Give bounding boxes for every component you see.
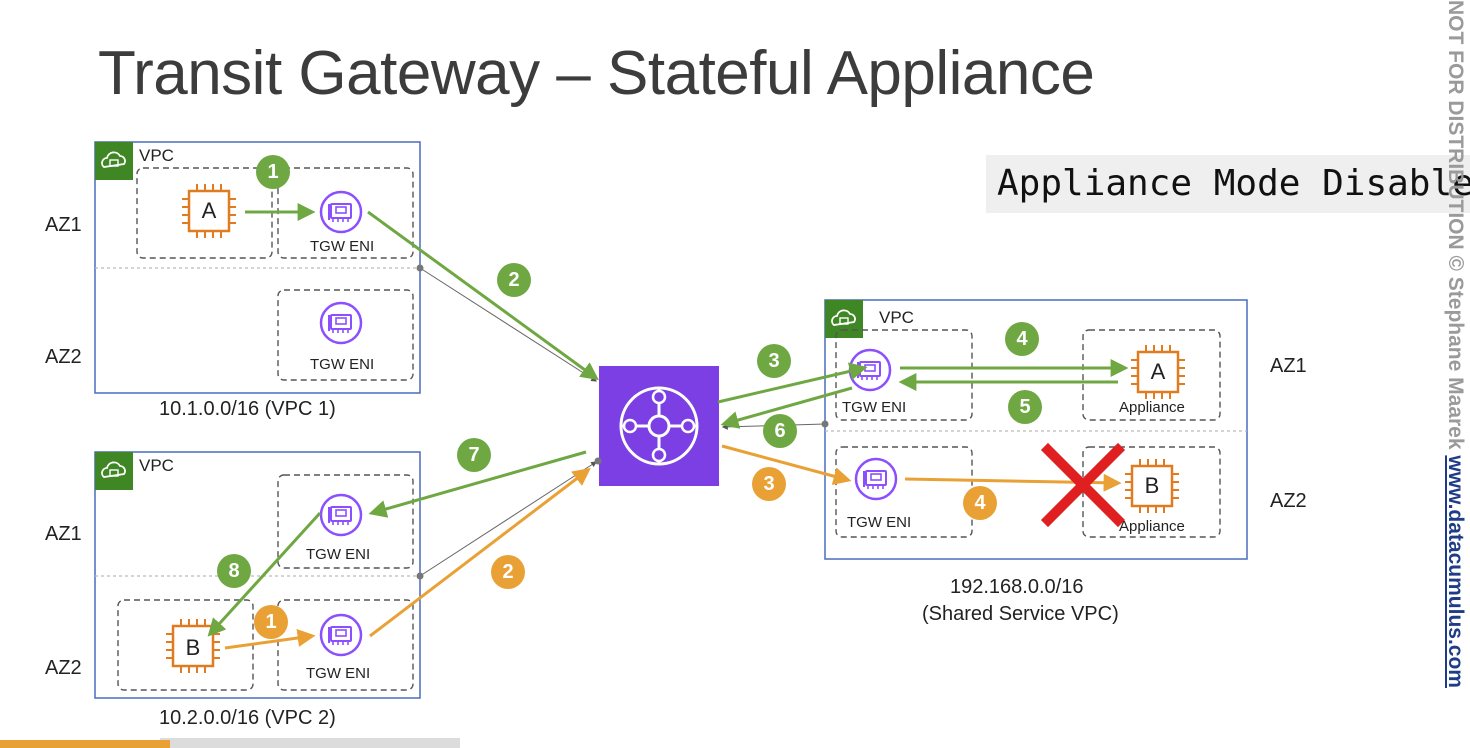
vpc2-eni-az2-label: TGW ENI	[306, 665, 371, 682]
appliance-b-letter: B	[1144, 473, 1160, 498]
step-badge-green-8: 8	[217, 554, 251, 588]
side-watermark: NOT FOR DISTRIBUTION © Stephane Maarek w…	[1440, 0, 1470, 748]
shared-eni-az2-label: TGW ENI	[847, 514, 912, 531]
vpc2-az2-subnet-eni	[277, 599, 414, 691]
step-badge-green-5: 5	[1008, 390, 1042, 424]
green-flow-arrows	[207, 203, 1129, 637]
vpc1-eni-az1-label: TGW ENI	[310, 238, 375, 255]
vpc1-az2-subnet-eni	[277, 289, 414, 381]
diagram-canvas	[94, 141, 1248, 699]
attachment-lines	[416, 264, 829, 580]
step-badge-orange-1: 1	[254, 605, 288, 639]
vpc2-az2-label: AZ2	[45, 657, 82, 679]
appliance-b-label: Appliance	[1119, 518, 1185, 535]
appliance-mode-label: Appliance Mode Disabled	[997, 163, 1470, 204]
shared-vpc-cloud-icon	[824, 299, 864, 339]
vpc1-eni-az2-icon	[319, 301, 363, 345]
vpc2-eni-az2-icon	[319, 613, 363, 657]
vpc2-az1-label: AZ1	[45, 523, 82, 545]
shared-eni-az2-icon	[854, 457, 898, 501]
vpc1-az1-label: AZ1	[45, 214, 82, 236]
vpc1-cidr: 10.1.0.0/16 (VPC 1)	[159, 398, 336, 420]
step-badge-green-3: 3	[757, 344, 791, 378]
shared-vpc-name: (Shared Service VPC)	[922, 603, 1119, 625]
watermark-copyright: NOT FOR DISTRIBUTION © Stephane Maarek	[1444, 0, 1467, 456]
vpc2-box	[94, 451, 421, 699]
vpc1-eni-az2-label: TGW ENI	[310, 356, 375, 373]
vpc2-az1-subnet-eni	[277, 474, 414, 569]
step-badge-green-1: 1	[256, 155, 290, 189]
appliance-mode-box: Appliance Mode Disabled	[986, 155, 1470, 213]
blocked-x-icon	[1040, 442, 1126, 528]
shared-az2-label: AZ2	[1270, 490, 1307, 512]
step-badge-green-4: 4	[1005, 322, 1039, 356]
vpc2-instance-letter: B	[185, 635, 201, 660]
watermark-link[interactable]: www.datacumulus.com	[1444, 455, 1467, 688]
appliance-a-letter: A	[1150, 359, 1166, 384]
vpc2-eni-az1-icon	[319, 493, 363, 537]
vpc1-instance-letter: A	[201, 198, 217, 223]
vpc2-cloud-icon	[94, 451, 134, 491]
vpc1-cloud-icon	[94, 141, 134, 181]
shared-vpc-label: VPC	[879, 308, 914, 327]
step-badge-green-2: 2	[497, 263, 531, 297]
footer-decoration-orange	[0, 740, 170, 748]
vpc1-az2-label: AZ2	[45, 346, 82, 368]
vpc2-eni-az1-label: TGW ENI	[306, 546, 371, 563]
vpc2-cidr: 10.2.0.0/16 (VPC 2)	[159, 707, 336, 729]
vpc2-label: VPC	[139, 456, 174, 475]
slide-title: Transit Gateway – Stateful Appliance	[98, 39, 1095, 108]
appliance-a-label: Appliance	[1119, 399, 1185, 416]
transit-gateway-icon	[599, 366, 719, 486]
step-badge-green-6: 6	[763, 414, 797, 448]
shared-az1-label: AZ1	[1270, 355, 1307, 377]
step-badge-orange-2: 2	[491, 555, 525, 589]
footer-decoration-grey	[160, 738, 460, 748]
step-badge-orange-3: 3	[752, 467, 786, 501]
step-badge-orange-4: 4	[963, 486, 997, 520]
step-badge-green-7: 7	[457, 438, 491, 472]
vpc1-label: VPC	[139, 146, 174, 165]
vpc1-eni-az1-icon	[319, 190, 363, 234]
shared-eni-az1-label: TGW ENI	[842, 399, 907, 416]
shared-az1-subnet-appliance	[1082, 329, 1221, 421]
shared-vpc-cidr: 192.168.0.0/16	[950, 576, 1084, 598]
